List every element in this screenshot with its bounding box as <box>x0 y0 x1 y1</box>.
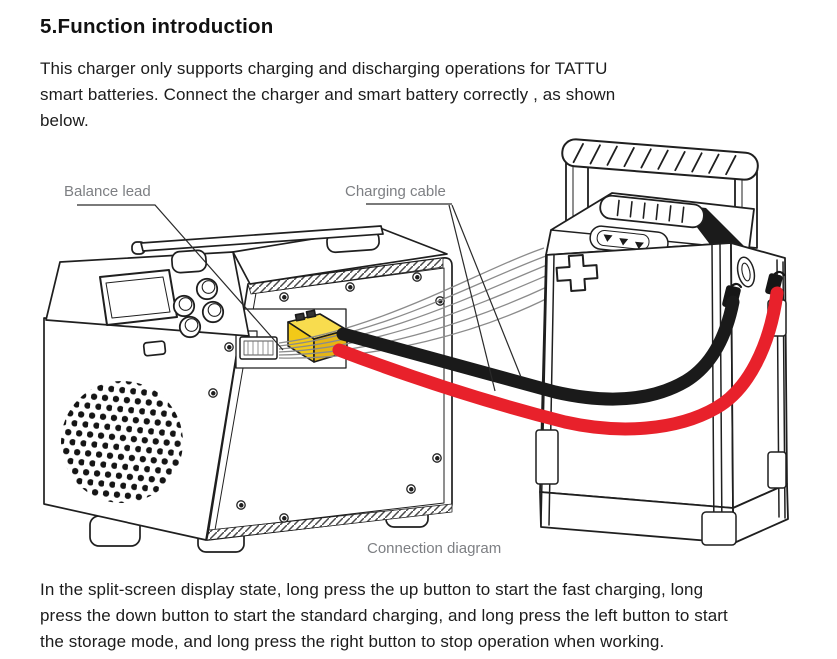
cross-cutout <box>555 254 599 292</box>
vent-grille <box>61 381 183 503</box>
balance-wires <box>278 247 551 359</box>
footer-paragraph: In the split-screen display state, long … <box>40 577 830 655</box>
balance-lead-label: Balance lead <box>64 183 151 200</box>
charger-illustration <box>43 225 453 553</box>
battery-illustration <box>535 138 789 546</box>
lcd-screen <box>99 269 178 326</box>
section-heading: 5.Function introduction <box>40 15 274 38</box>
edge-hatch-top <box>247 257 444 295</box>
charging-cable-black <box>336 295 740 406</box>
charger-front-panel <box>206 257 453 541</box>
cap-grip <box>599 194 705 229</box>
intro-line: This charger only supports charging and … <box>40 59 608 78</box>
charging-cable-leader-1 <box>448 204 496 392</box>
footer-line: the storage mode, and long press the rig… <box>40 632 665 651</box>
charger-handle <box>131 225 384 274</box>
nav-buttons <box>172 277 225 339</box>
footer-line: In the split-screen display state, long … <box>40 580 704 599</box>
edge-hatch-bottom <box>206 503 453 541</box>
battery-front-face <box>539 242 734 509</box>
intro-paragraph: This charger only supports charging and … <box>40 56 800 134</box>
card-slot <box>142 340 167 357</box>
charging-cable-red <box>332 286 784 436</box>
balance-lead-leader <box>77 204 284 351</box>
footer-line: press the down button to start the stand… <box>40 606 728 625</box>
intro-line: below. <box>40 111 89 130</box>
balance-port <box>239 330 278 360</box>
side-emblem <box>736 256 756 288</box>
battery-top-cap <box>545 192 755 256</box>
charging-cable-leader-2 <box>451 204 522 378</box>
leader-lines <box>77 203 522 392</box>
diagram-caption: Connection diagram <box>367 540 501 557</box>
charging-cable-label: Charging cable <box>345 183 446 200</box>
intro-line: smart batteries. Connect the charger and… <box>40 85 616 104</box>
